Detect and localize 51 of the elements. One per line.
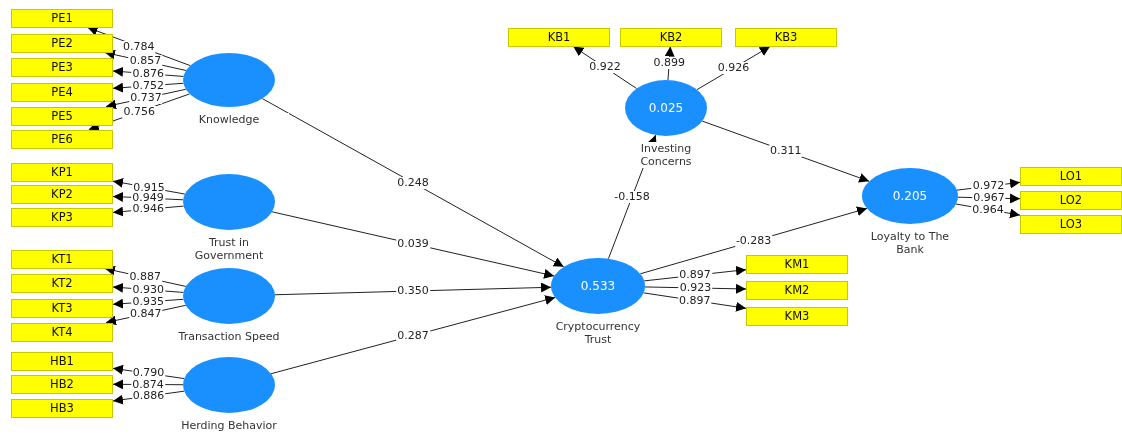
- edge-label: 0.876: [131, 67, 165, 80]
- arrow: [270, 295, 556, 375]
- edge-label: 0.756: [122, 105, 156, 118]
- r-squared-value: 0.025: [648, 101, 684, 115]
- indicator-box: PE5: [11, 106, 113, 126]
- indicator-box: HB1: [11, 351, 113, 371]
- indicator-box: HB2: [11, 374, 113, 394]
- indicator-box: KB2: [620, 27, 722, 47]
- edge-label: 0.915: [132, 181, 166, 194]
- indicator-box: KM1: [746, 254, 848, 274]
- indicator-box: KB3: [735, 27, 837, 47]
- indicator-box: KT3: [11, 298, 113, 318]
- edge-label: -0.283: [734, 235, 773, 248]
- indicator-box: LO1: [1020, 166, 1122, 186]
- edge-label: 0.930: [131, 283, 165, 296]
- indicator-box: PE6: [11, 129, 113, 149]
- indicator-box: PE1: [11, 8, 113, 28]
- edge-label: 0.248: [396, 176, 430, 189]
- indicator-box: LO3: [1020, 214, 1122, 234]
- indicator-box: KP2: [11, 184, 113, 204]
- edge-label: 0.857: [128, 55, 163, 68]
- edge-label: 0.784: [122, 40, 156, 53]
- edge-label: 0.790: [131, 367, 166, 380]
- arrow: [261, 98, 565, 268]
- edge-label: 0.350: [396, 285, 430, 297]
- edge-label: 0.922: [588, 61, 622, 74]
- arrow: [271, 211, 555, 279]
- indicator-box: KP3: [11, 207, 113, 227]
- edge-label: -0.158: [613, 190, 651, 203]
- indicator-box: LO2: [1020, 190, 1122, 210]
- indicator-box: KM3: [746, 306, 848, 326]
- edge-label: 0.926: [716, 62, 751, 75]
- edge-label: 0.311: [768, 145, 803, 158]
- indicator-box: PE4: [11, 82, 113, 102]
- indicator-box: HB3: [11, 398, 113, 418]
- edge-label: 0.887: [128, 271, 163, 284]
- indicator-box: PE3: [11, 57, 113, 77]
- edge-label: 0.287: [396, 329, 430, 342]
- indicator-box: KM2: [746, 280, 848, 300]
- r-squared-value: 0.533: [580, 279, 616, 293]
- indicator-box: KP1: [11, 162, 113, 182]
- indicator-box: KT4: [11, 322, 113, 342]
- r-squared-value: 0.205: [892, 189, 928, 203]
- indicator-box: PE2: [11, 33, 113, 53]
- indicator-box: KT2: [11, 273, 113, 293]
- edge-label: 0.897: [678, 294, 712, 307]
- indicator-box: KB1: [508, 27, 610, 47]
- indicator-box: KT1: [11, 249, 113, 269]
- edge-label: 0.899: [652, 57, 686, 70]
- edge-label: 0.039: [396, 237, 430, 250]
- edge-label: 0.923: [678, 281, 713, 294]
